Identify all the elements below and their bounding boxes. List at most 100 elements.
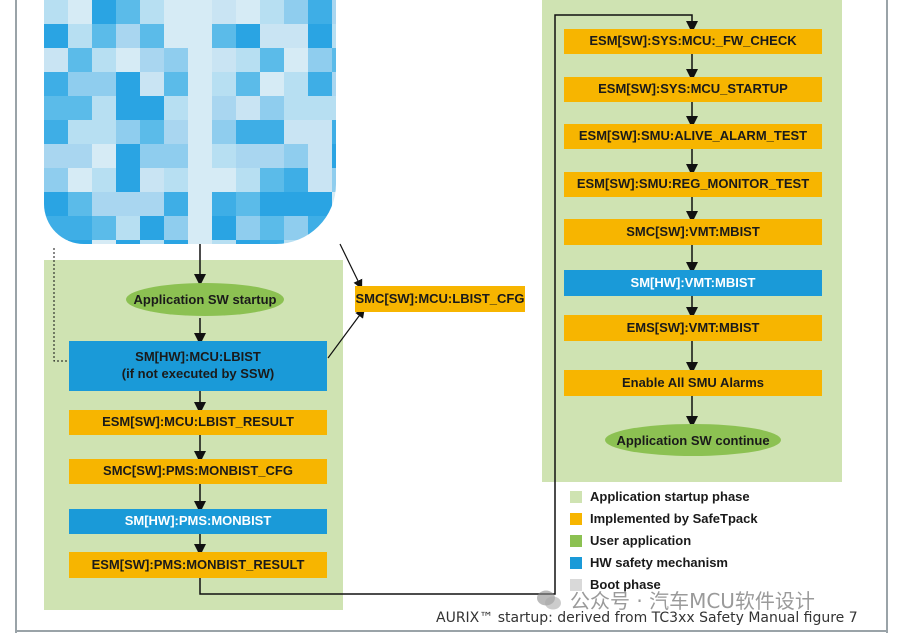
mosaic-cell (260, 144, 284, 168)
mosaic-cell (308, 48, 332, 72)
mosaic-cell (332, 72, 336, 96)
mosaic-cell (188, 48, 212, 72)
mosaic-cell (284, 0, 308, 24)
mosaic-cell (140, 24, 164, 48)
smc-vmt-mbist-box: SMC[SW]:VMT:MBIST (564, 219, 822, 245)
mosaic-cell (92, 168, 116, 192)
ems-vmt-mbist-box: EMS[SW]:VMT:MBIST (564, 315, 822, 341)
mosaic-cell (116, 168, 140, 192)
application-sw-continue-oval: Application SW continue (605, 424, 781, 456)
mosaic-cell (188, 24, 212, 48)
mosaic-cell (308, 24, 332, 48)
mosaic-cell (332, 0, 336, 24)
mosaic-cell (260, 120, 284, 144)
mosaic-cell (212, 120, 236, 144)
mosaic-cell (116, 120, 140, 144)
mosaic-cell (236, 0, 260, 24)
frame-left-line (15, 0, 17, 633)
left-startup-panel (44, 260, 343, 610)
mosaic-cell (140, 216, 164, 240)
mosaic-cell (164, 216, 188, 240)
mosaic-cell (212, 192, 236, 216)
mosaic-cell (260, 216, 284, 240)
mosaic-cell (236, 24, 260, 48)
legend-swatch (570, 490, 582, 503)
legend-label: Implemented by SafeTpack (590, 511, 758, 526)
mosaic-cell (116, 0, 140, 24)
mosaic-cell (284, 96, 308, 120)
lbist-hw-box: SM[HW]:MCU:LBIST (if not executed by SSW… (69, 341, 327, 391)
mosaic-cell (68, 48, 92, 72)
esm-lbist-result-box: ESM[SW]:MCU:LBIST_RESULT (69, 410, 327, 435)
mosaic-cell (68, 0, 92, 24)
mosaic-cell (236, 216, 260, 240)
mosaic-cell (308, 0, 332, 24)
mosaic-cell (68, 120, 92, 144)
mosaic-cell (332, 168, 336, 192)
mosaic-cell (260, 168, 284, 192)
mosaic-cell (44, 48, 68, 72)
mosaic-cell (188, 72, 212, 96)
mosaic-cell (44, 144, 68, 168)
mosaic-cell (92, 48, 116, 72)
mosaic-cell (92, 192, 116, 216)
mosaic-cell (332, 216, 336, 240)
mosaic-cell (140, 96, 164, 120)
legend-swatch (570, 512, 582, 525)
mosaic-cell (116, 72, 140, 96)
mosaic-cell (44, 96, 68, 120)
mosaic-cell (284, 24, 308, 48)
mosaic-cell (188, 216, 212, 240)
mosaic-cell (116, 144, 140, 168)
mosaic-cell (140, 0, 164, 24)
mosaic-cell (284, 240, 308, 244)
mosaic-cell (188, 144, 212, 168)
smc-lbist-cfg-box: SMC[SW]:MCU:LBIST_CFG (355, 286, 525, 312)
mosaic-cell (236, 120, 260, 144)
mosaic-cell (188, 168, 212, 192)
mosaic-cell (68, 240, 92, 244)
mosaic-cell (188, 120, 212, 144)
mosaic-cell (164, 24, 188, 48)
mosaic-cell (68, 192, 92, 216)
mosaic-cell (308, 216, 332, 240)
mosaic-cell (164, 0, 188, 24)
mosaic-cell (164, 192, 188, 216)
mosaic-cell (332, 144, 336, 168)
mosaic-cell (236, 192, 260, 216)
mosaic-cell (44, 0, 68, 24)
mosaic-cell (260, 72, 284, 96)
mosaic-cell (44, 240, 68, 244)
lbist-hw-title: SM[HW]:MCU:LBIST (135, 349, 261, 365)
legend-label: HW safety mechanism (590, 555, 728, 570)
sm-vmt-mbist-box: SM[HW]:VMT:MBIST (564, 270, 822, 296)
mosaic-cell (68, 168, 92, 192)
mosaic-cell (308, 192, 332, 216)
watermark: 公众号 · 汽车MCU软件设计 (536, 585, 815, 614)
wechat-icon (536, 589, 562, 611)
mosaic-cell (44, 72, 68, 96)
legend-label: Boot phase (590, 577, 661, 592)
mosaic-cell (44, 24, 68, 48)
mosaic-cell (164, 120, 188, 144)
smc-monbist-cfg-box: SMC[SW]:PMS:MONBIST_CFG (69, 459, 327, 484)
mosaic-cell (92, 24, 116, 48)
mosaic-cell (308, 120, 332, 144)
mosaic-cell (44, 192, 68, 216)
mosaic-cell (44, 120, 68, 144)
esm-fw-check-box: ESM[SW]:SYS:MCU:_FW_CHECK (564, 29, 822, 54)
legend-label: User application (590, 533, 692, 548)
mosaic-cell (68, 144, 92, 168)
mosaic-cell (212, 216, 236, 240)
legend-item-startup-phase: Application startup phase (570, 489, 750, 504)
mosaic-cell (116, 240, 140, 244)
watermark-text: 公众号 · 汽车MCU软件设计 (570, 589, 815, 613)
legend-swatch (570, 556, 582, 569)
mosaic-cell (308, 144, 332, 168)
mosaic-cell (164, 72, 188, 96)
legend-swatch (570, 578, 582, 591)
mosaic-cell (92, 216, 116, 240)
mosaic-cell (332, 120, 336, 144)
mosaic-cell (92, 240, 116, 244)
